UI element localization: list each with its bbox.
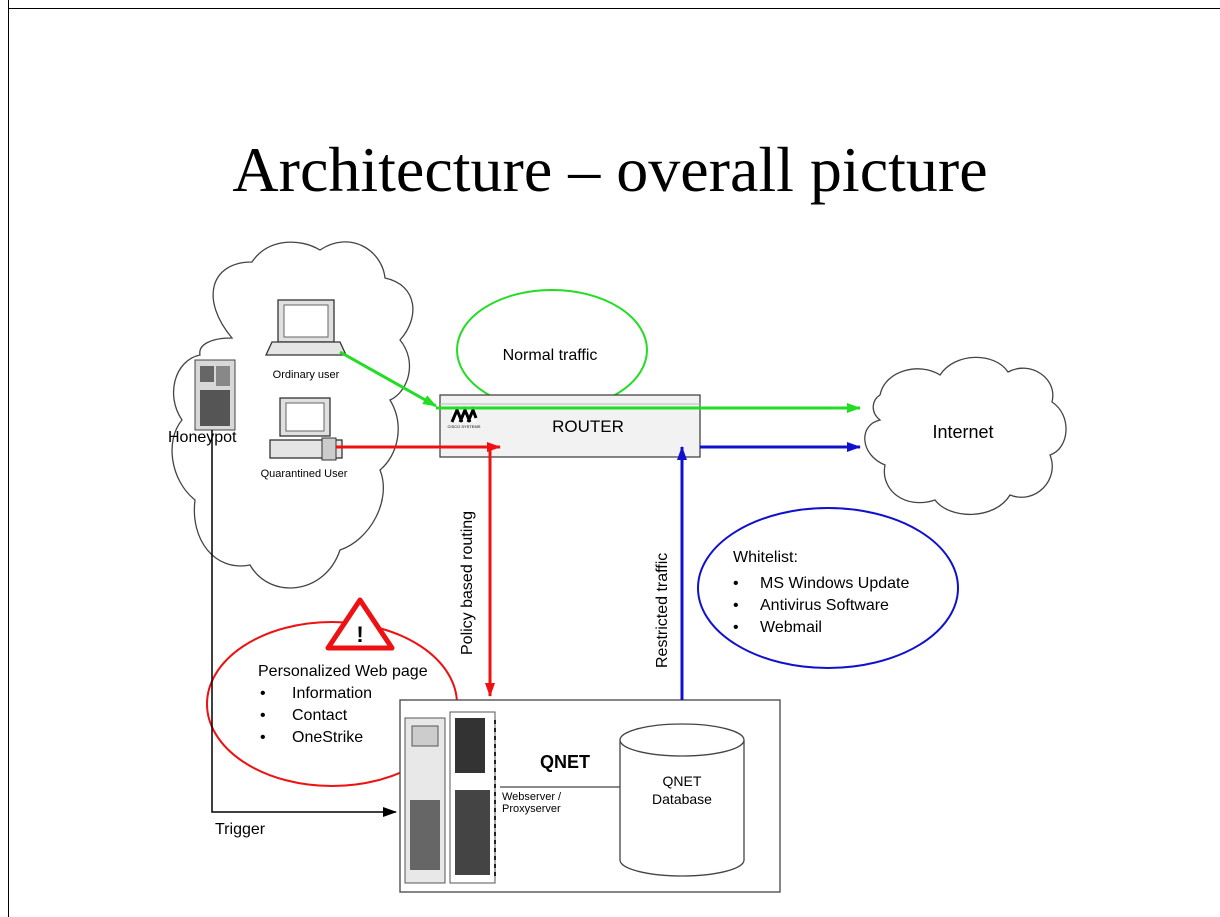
ordinary-user-label: Ordinary user <box>273 369 340 381</box>
whitelist-item: MS Windows Update <box>760 575 909 592</box>
svg-text:•: • <box>260 707 266 724</box>
honeypot-label: Honeypot <box>168 429 237 446</box>
database-label-line2: Database <box>652 791 712 807</box>
slide-border-top <box>8 8 1220 9</box>
whitelist-ellipse <box>697 507 959 669</box>
internet-label: Internet <box>932 422 993 442</box>
qnet-label: QNET <box>540 752 590 772</box>
server-icon <box>404 711 496 884</box>
whitelist-items: • MS Windows Update • Antivirus Software… <box>733 575 909 636</box>
policy-routing-label: Policy based routing <box>459 511 476 655</box>
svg-text:•: • <box>260 729 266 746</box>
router-brand-label: CISCO SYSTEMS <box>448 424 481 429</box>
trigger-arrow <box>211 430 397 817</box>
webserver-label-line2: Proxyserver <box>502 803 561 815</box>
warning-icon: ! <box>325 597 395 651</box>
quarantined-user-label: Quarantined User <box>261 468 348 480</box>
database-label-line1: QNET <box>663 773 702 789</box>
restricted-traffic-label: Restricted traffic <box>654 553 671 668</box>
desktop-icon <box>269 397 343 461</box>
warning-mark: ! <box>356 622 363 647</box>
cisco-logo <box>450 405 478 423</box>
internet-cloud <box>864 356 1067 516</box>
personalized-items: • Information • Contact • OneStrike <box>260 685 372 746</box>
whitelist-item: Webmail <box>760 619 822 636</box>
database-icon <box>619 723 745 877</box>
personalized-item: Information <box>292 685 372 702</box>
personalized-item: Contact <box>292 707 348 724</box>
laptop-icon <box>264 299 348 356</box>
svg-text:•: • <box>733 597 739 614</box>
honeypot-server-icon <box>194 359 236 431</box>
slide-border-left <box>8 0 9 917</box>
webserver-label-line1: Webserver / <box>502 791 562 803</box>
slide-title: Architecture – overall picture <box>232 134 988 205</box>
router-label: ROUTER <box>552 417 624 436</box>
normal-traffic-label: Normal traffic <box>503 347 598 364</box>
trigger-label: Trigger <box>215 821 266 838</box>
personalized-item: OneStrike <box>292 729 363 746</box>
personalized-heading: Personalized Web page <box>258 663 428 680</box>
whitelist-item: Antivirus Software <box>760 597 889 614</box>
whitelist-heading: Whitelist: <box>733 549 798 566</box>
green-arrow-user-to-router <box>339 350 437 408</box>
svg-text:•: • <box>733 619 739 636</box>
svg-text:•: • <box>733 575 739 592</box>
svg-text:•: • <box>260 685 266 702</box>
